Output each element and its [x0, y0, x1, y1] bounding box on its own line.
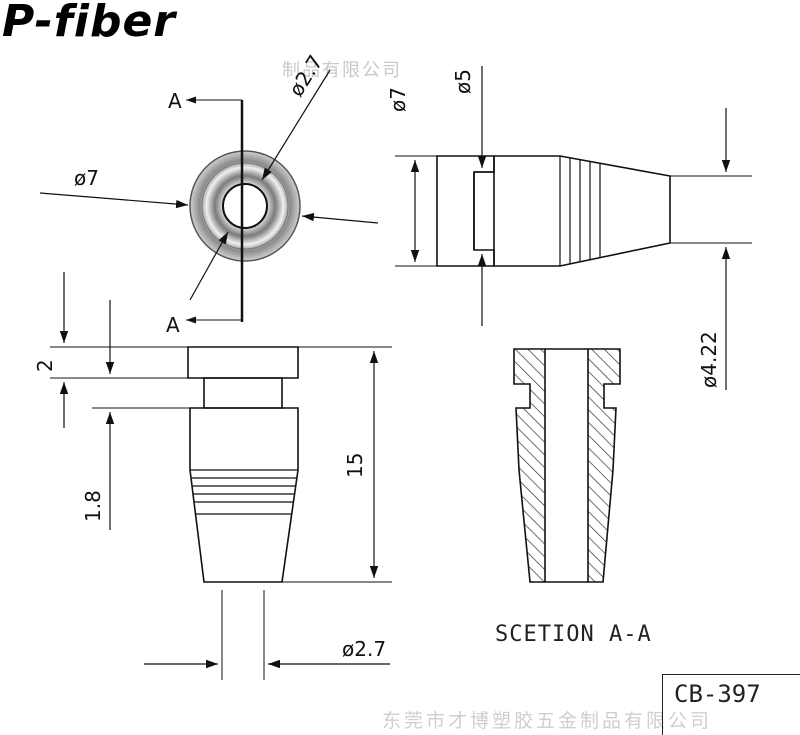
brand-logo: P-fiber: [2, 0, 176, 47]
front-flange-label: 2: [33, 359, 57, 372]
face-bore: [222, 183, 268, 229]
section-wall-right: [587, 348, 621, 583]
face-view: [39, 69, 379, 324]
section-title: SCETION A-A: [495, 622, 652, 647]
watermark-bottom: 东莞市才博塑胶五金制品有限公司: [382, 710, 713, 732]
title-block: [662, 674, 800, 735]
side-body: [493, 155, 671, 267]
face-od-leader-right: [301, 212, 379, 224]
face-groove-ring: [201, 162, 289, 250]
face-id-leader-bottom: [189, 231, 229, 301]
side-ribs: [559, 156, 601, 266]
section-mark-bottom: A: [166, 313, 180, 337]
front-flange: [187, 346, 299, 379]
front-view: [50, 272, 392, 680]
face-id-label: ø2.7: [284, 51, 328, 101]
front-bore-label: ø2.7: [342, 637, 386, 661]
face-inner-ring: [213, 174, 277, 238]
section-mark-top: A: [168, 89, 182, 113]
face-od-leader-left: [39, 192, 189, 209]
front-neck: [203, 377, 283, 409]
front-body: [189, 407, 299, 583]
front-ribs: [190, 469, 298, 515]
watermark-top: 制品有限公司: [282, 60, 402, 81]
section-wall-left: [513, 348, 546, 583]
side-od-label: ø7: [386, 87, 410, 112]
front-length-label: 15: [343, 453, 367, 478]
face-od-label: ø7: [74, 166, 99, 190]
side-neck-label: ø5: [451, 69, 475, 94]
front-neck-label: 1.8: [81, 490, 105, 522]
section-view: [513, 348, 621, 583]
face-id-leader-top: [261, 69, 331, 181]
drawing-code: CB-397: [674, 680, 761, 708]
side-view: [395, 66, 752, 390]
side-tip-label: ø4.22: [697, 331, 721, 388]
